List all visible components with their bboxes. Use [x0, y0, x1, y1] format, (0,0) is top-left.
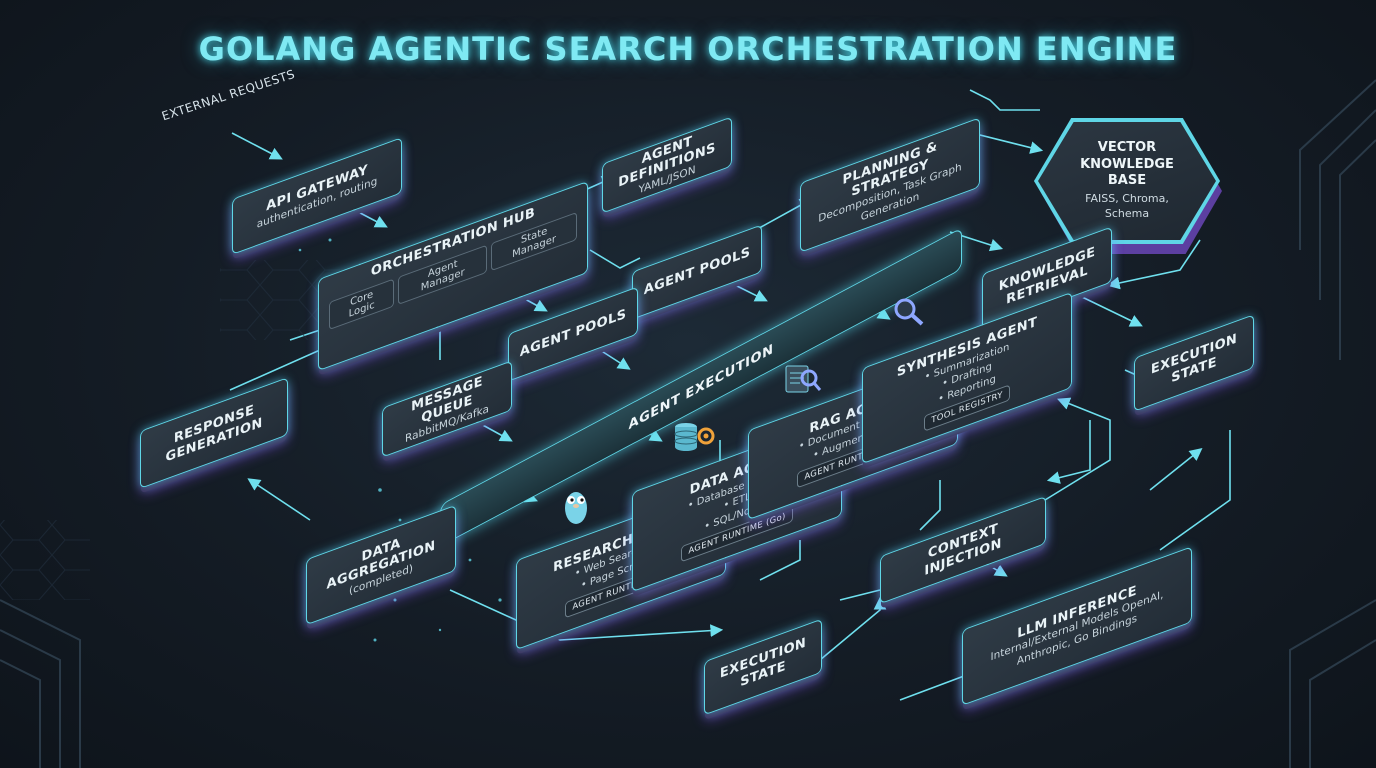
- vector-kb-sub: FAISS, Chroma, Schema: [1085, 192, 1169, 220]
- vector-kb-title: VECTOR KNOWLEDGE BASE: [1080, 140, 1174, 188]
- circuit-traces: [0, 79, 1376, 768]
- vector-knowledge-base-node: VECTOR KNOWLEDGE BASE FAISS, Chroma, Sch…: [1038, 122, 1216, 240]
- database-gears-icon: [672, 420, 718, 460]
- core-logic-box: Core Logic: [329, 277, 395, 330]
- page-title: GOLANG AGENTIC SEARCH ORCHESTRATION ENGI…: [198, 30, 1178, 68]
- magnifier-icon: [890, 296, 926, 332]
- document-search-icon: [782, 362, 822, 400]
- go-gopher-icon: [562, 486, 590, 530]
